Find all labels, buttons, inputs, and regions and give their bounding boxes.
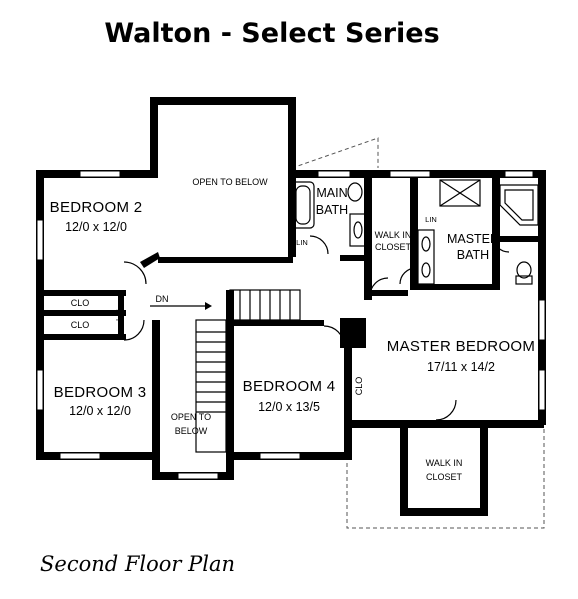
stair-down-label: DN	[156, 294, 169, 304]
bedroom-2-dim: 12/0 x 12/0	[65, 220, 127, 234]
plan-title: Walton - Select Series	[104, 18, 439, 49]
fixtures	[123, 179, 539, 453]
main-bath-label-1: MAIN	[316, 186, 347, 200]
bedroom-4-dim: 12/0 x 13/5	[258, 400, 320, 414]
linen-label-2: LIN	[425, 215, 437, 224]
main-bath-label-2: BATH	[316, 203, 348, 217]
plan-caption: Second Floor Plan	[40, 552, 235, 576]
walk-in-closet-lower-1: WALK IN	[426, 458, 463, 468]
bedroom-2-label: BEDROOM 2	[50, 199, 143, 216]
master-bedroom-label: MASTER BEDROOM	[387, 338, 535, 355]
open-to-below-label: OPEN TO BELOW	[192, 177, 268, 187]
linen-label-3: LIN	[114, 309, 123, 321]
bedroom-4-label: BEDROOM 4	[243, 378, 336, 395]
walk-in-closet-label-2: CLOSET	[375, 242, 412, 252]
closet-label-1: CLO	[71, 298, 90, 308]
master-bedroom-dim: 17/11 x 14/2	[427, 360, 495, 374]
master-bath-label-1: MASTER	[447, 232, 499, 246]
closet-label-2: CLO	[71, 320, 90, 330]
open-to-below-lower-1: OPEN TO	[171, 412, 211, 422]
dashed-outlines	[291, 137, 545, 529]
walk-in-closet-label-1: WALK IN	[375, 230, 412, 240]
master-bath-label-2: BATH	[457, 248, 489, 262]
closet-label-3: CLO	[354, 377, 364, 396]
open-to-below-lower-2: BELOW	[175, 426, 208, 436]
windows	[36, 170, 546, 480]
linen-label-1: LIN	[296, 238, 308, 247]
walk-in-closet-lower-2: CLOSET	[426, 472, 463, 482]
bedroom-3-dim: 12/0 x 12/0	[69, 404, 131, 418]
bedroom-3-label: BEDROOM 3	[54, 384, 147, 401]
